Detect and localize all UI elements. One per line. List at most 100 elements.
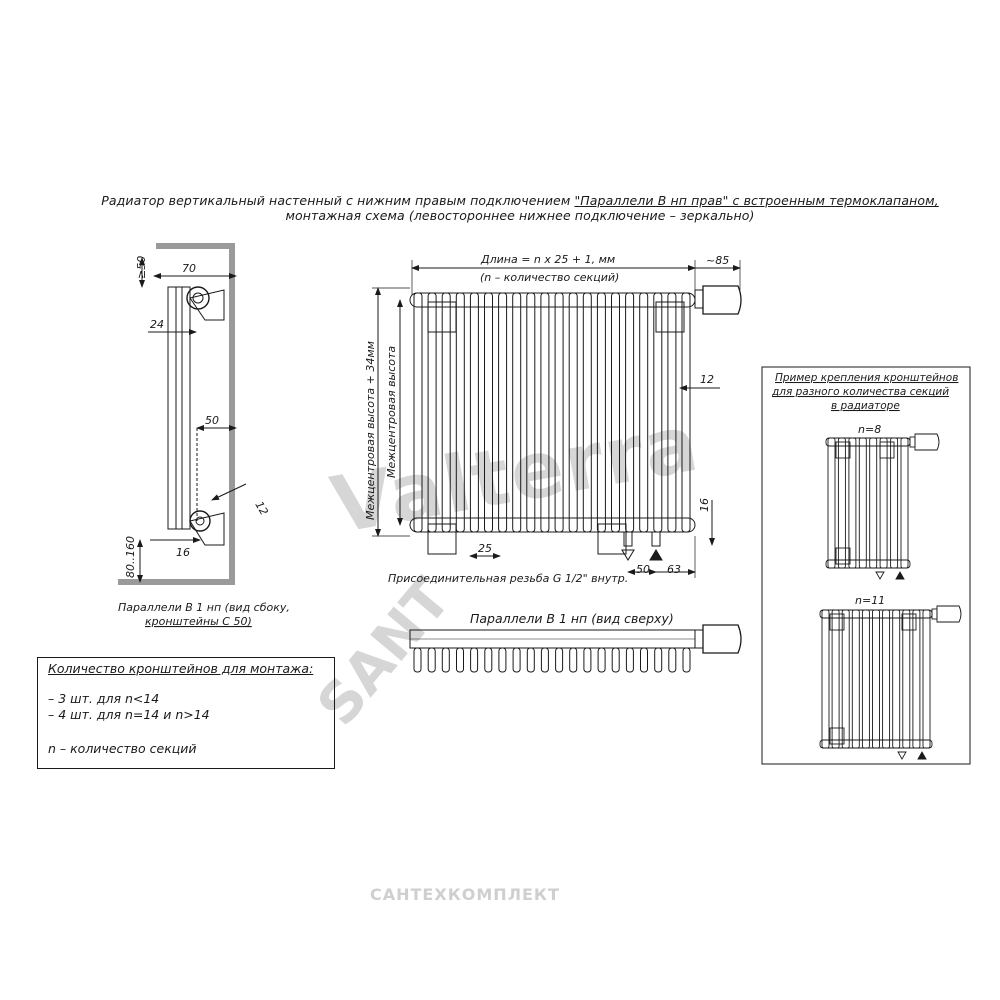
top-sections bbox=[413, 647, 691, 673]
mini-section-tube bbox=[882, 609, 891, 749]
top-section-tube bbox=[569, 647, 578, 673]
front-bracket-top-right bbox=[655, 301, 685, 333]
top-view bbox=[409, 624, 742, 673]
front-section-tube bbox=[512, 292, 522, 533]
mini-valve-body bbox=[909, 436, 916, 448]
example-label-n11: n=11 bbox=[855, 594, 885, 607]
front-view bbox=[372, 260, 742, 578]
mini-section-tube bbox=[837, 437, 846, 569]
front-section-tube bbox=[596, 292, 606, 533]
top-section-tube bbox=[512, 647, 521, 673]
drawing-title-line1: Радиатор вертикальный настенный с нижним… bbox=[60, 193, 980, 208]
mini-bracket bbox=[879, 441, 895, 459]
top-caption: Параллели В 1 нп (вид сверху) bbox=[470, 611, 674, 626]
dim-bottom-pipe: 16 bbox=[176, 546, 190, 559]
box-title-1: Пример крепления кронштейнов bbox=[775, 372, 958, 384]
mini-section-tube bbox=[890, 437, 899, 569]
top-section-tube bbox=[526, 647, 535, 673]
mini-section-tube bbox=[912, 609, 921, 749]
mini-bracket bbox=[829, 727, 845, 745]
dim-pipe-axis: 24 bbox=[150, 318, 164, 331]
flow-in-arrow bbox=[621, 549, 635, 561]
dim-depth: 70 bbox=[182, 262, 196, 275]
top-section-tube bbox=[456, 647, 464, 673]
wall-floor bbox=[118, 243, 235, 585]
mini-section-tube bbox=[858, 437, 867, 569]
front-section-tube bbox=[625, 292, 635, 533]
mini-section-tube bbox=[831, 609, 840, 749]
side-view bbox=[118, 243, 247, 585]
side-top-collector bbox=[186, 286, 210, 310]
front-bracket-bottom-left bbox=[427, 523, 457, 555]
mini-radiator-n11 bbox=[819, 605, 962, 760]
mini-thermostatic-head bbox=[936, 605, 962, 623]
mini-section-tube bbox=[900, 437, 909, 569]
top-valve-body bbox=[694, 629, 704, 649]
quantity-title: Количество кронштейнов для монтажа: bbox=[48, 661, 314, 676]
mini-section-tube bbox=[869, 437, 878, 569]
dim-length: Длина = n x 25 + 1, мм bbox=[480, 253, 615, 266]
mini-bracket bbox=[829, 613, 845, 631]
front-section-tube bbox=[484, 292, 493, 533]
side-view-dims-text: 70 ≥50 24 50 12 16 80..160 Параллели В 1… bbox=[118, 256, 290, 628]
mini-section-tube bbox=[821, 609, 830, 749]
top-section-tube bbox=[441, 647, 450, 673]
dim-side-gap: 12 bbox=[700, 373, 714, 386]
mini-flow-in bbox=[897, 751, 907, 760]
side-caption-2: кронштейны С 50) bbox=[145, 615, 252, 628]
box-title-2: для разного количества секций bbox=[771, 386, 949, 398]
top-section-tube bbox=[413, 647, 422, 673]
front-section-tube bbox=[498, 292, 508, 533]
top-thermostatic-head bbox=[702, 624, 742, 654]
top-section-tube bbox=[682, 647, 691, 673]
side-top-collector-core bbox=[192, 292, 204, 304]
dim-height-center: Межцентровая высота bbox=[385, 346, 398, 478]
side-top-bracket bbox=[189, 289, 225, 321]
dim-conn-a: 50 bbox=[636, 563, 650, 576]
front-section-tube bbox=[554, 292, 564, 533]
front-section-tube bbox=[568, 292, 578, 533]
top-section-tube bbox=[555, 647, 564, 673]
dim-floor-gap: 80..160 bbox=[124, 536, 137, 578]
front-section-tube bbox=[582, 292, 592, 533]
front-section-tube bbox=[681, 292, 691, 533]
front-bottom-collector bbox=[409, 517, 696, 533]
top-section-tube bbox=[597, 647, 606, 673]
thread-note: Присоединительная резьба G 1/2" внутр. bbox=[388, 572, 628, 585]
pipe-return bbox=[651, 531, 661, 547]
dim-pitch: 25 bbox=[478, 542, 492, 555]
top-section-tube bbox=[540, 647, 549, 673]
side-caption-1: Параллели В 1 нп (вид сбоку, bbox=[118, 601, 290, 614]
mini-flow-out bbox=[917, 751, 927, 760]
mini-section-tube bbox=[872, 609, 880, 749]
side-radiator-inner bbox=[175, 286, 183, 530]
title-text: Радиатор вертикальный настенный с нижним… bbox=[101, 193, 575, 208]
mini-section-tube bbox=[841, 609, 850, 749]
mini-bracket bbox=[835, 547, 851, 565]
dim-top-offset: ≥50 bbox=[135, 256, 148, 279]
mini-section-tube bbox=[827, 437, 836, 569]
mini-flow-in bbox=[875, 571, 885, 580]
top-section-tube bbox=[427, 647, 436, 673]
title-model-name: "Параллели В нп прав" с встроенным термо… bbox=[574, 193, 939, 208]
dim-bracket: 50 bbox=[205, 414, 219, 427]
front-section-tube bbox=[441, 292, 451, 533]
front-section-tube bbox=[540, 292, 550, 533]
quantity-line2: – 4 шт. для n=14 и n>14 bbox=[48, 707, 210, 722]
mini-bracket bbox=[901, 613, 917, 631]
mini-flow-out bbox=[895, 571, 905, 580]
mini-section-tube bbox=[892, 609, 901, 749]
front-sections bbox=[413, 292, 691, 533]
top-section-tube bbox=[484, 647, 493, 673]
mini-bottom-collector bbox=[825, 559, 911, 569]
mini-section-tube bbox=[902, 609, 911, 749]
front-section-tube bbox=[469, 292, 479, 533]
valve-body bbox=[694, 289, 704, 309]
top-section-tube bbox=[583, 647, 592, 673]
dim-n-note: (n – количество секций) bbox=[480, 271, 619, 284]
top-section-tube bbox=[654, 647, 663, 673]
top-section-tube bbox=[611, 647, 620, 673]
front-section-tube bbox=[653, 292, 663, 533]
front-bracket-top-left bbox=[427, 301, 457, 333]
